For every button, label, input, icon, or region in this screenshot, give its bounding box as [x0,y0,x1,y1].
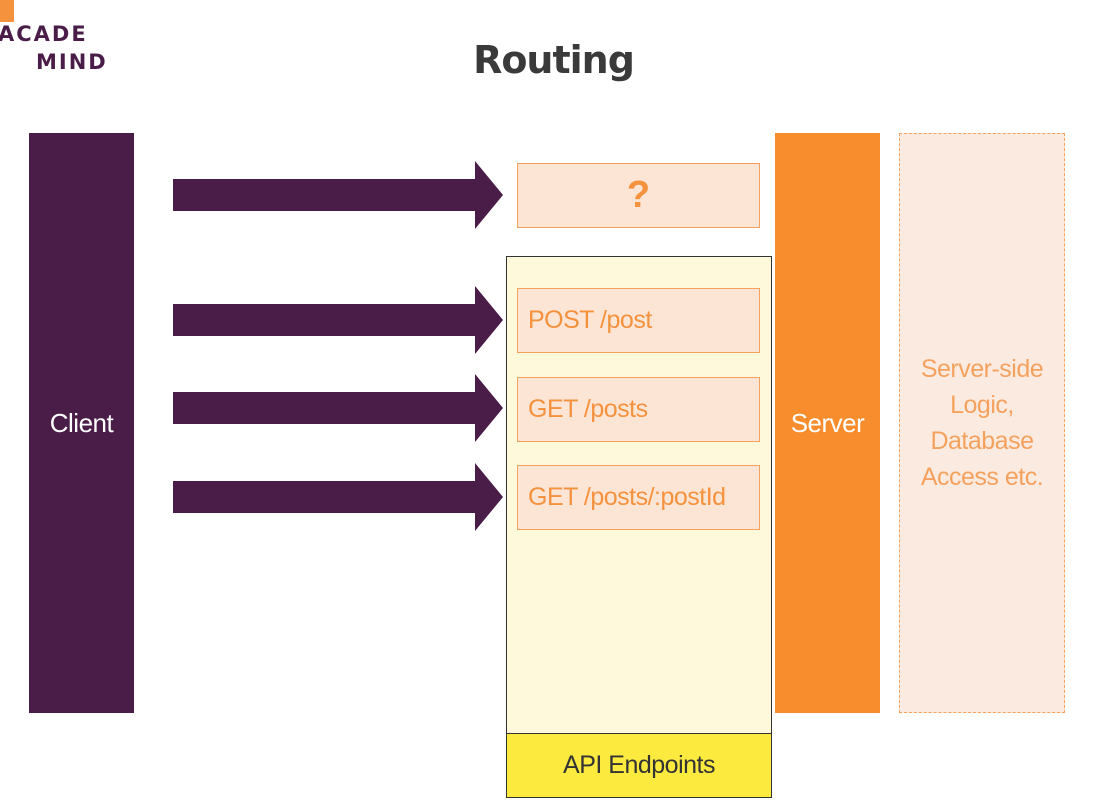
api-endpoints-label-box: API Endpoints [506,733,772,798]
route-label: GET /posts [528,395,648,423]
logo-mark [0,0,14,22]
route-post-post: POST /post [517,288,760,353]
request-arrow-unknown [173,161,503,229]
route-label: GET /posts/:postId [528,483,726,511]
page-title: Routing [473,38,635,82]
request-arrow-get-posts [173,374,503,442]
server-label: Server [790,407,865,438]
client-label: Client [49,407,114,438]
server-logic-box: Server-side Logic, Database Access etc. [899,133,1065,713]
route-get-posts: GET /posts [517,377,760,442]
logo-text-line2: MIND [36,50,108,74]
unknown-route-box: ? [517,163,760,228]
question-mark-label: ? [626,174,651,216]
route-label: POST /post [528,306,652,334]
request-arrow-get-post [173,463,503,531]
api-endpoints-label: API Endpoints [563,751,715,779]
server-logic-label: Server-side Logic, Database Access etc. [920,355,1044,491]
client-box: Client [29,133,134,713]
logo-text-line1: ACADE [0,22,88,46]
server-box: Server [775,133,880,713]
request-arrow-post [173,286,503,354]
route-get-post-by-id: GET /posts/:postId [517,465,760,530]
